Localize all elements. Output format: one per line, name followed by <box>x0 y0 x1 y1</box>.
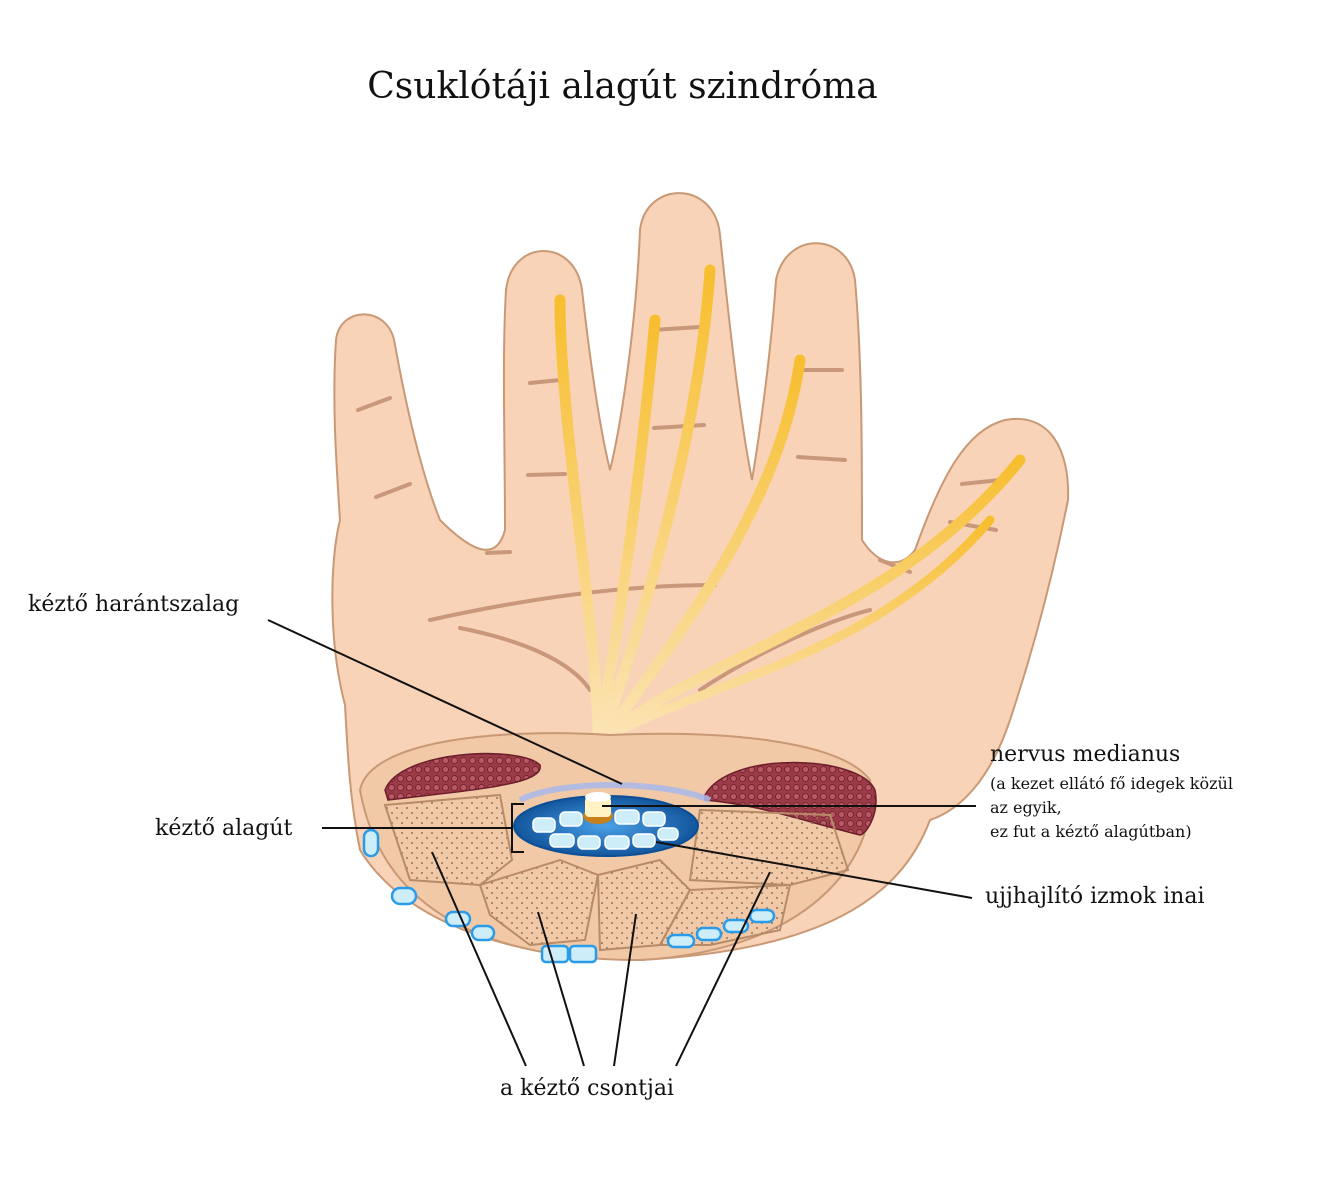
label-median-nerve-note-2: az egyik, <box>990 798 1062 817</box>
label-flexor-tendons: ujjhajlító izmok inai <box>985 884 1205 909</box>
leader-bone-1 <box>431 851 527 1067</box>
label-median-nerve-note-3: ez fut a kéztő alagútban) <box>990 822 1192 841</box>
label-transverse-carpal-ligament: kéztő harántszalag <box>28 592 240 617</box>
flexor-tendons <box>532 809 679 850</box>
label-median-nerve: nervus medianus <box>990 742 1181 767</box>
label-carpal-tunnel: kéztő alagút <box>155 816 293 841</box>
median-nerve-branches <box>554 264 1026 736</box>
leader-ligament <box>267 619 623 785</box>
transverse-carpal-ligament <box>518 782 712 803</box>
hypothenar-muscle <box>704 761 877 836</box>
leader-bone-4 <box>675 871 771 1067</box>
leader-bone-3 <box>613 913 637 1067</box>
carpal-bones <box>383 793 850 952</box>
leader-bone-2 <box>537 911 585 1067</box>
leader-tendons <box>655 841 973 899</box>
label-median-nerve-note-1: (a kezet ellátó fő idegek közül <box>990 774 1233 793</box>
median-nerve-section <box>583 792 613 824</box>
diagram-title: Csuklótáji alagút szindróma <box>367 66 878 107</box>
thenar-muscle <box>384 752 541 801</box>
leader-lines <box>267 619 976 1067</box>
bracket-tunnel <box>511 803 524 853</box>
label-carpal-bones: a kéztő csontjai <box>500 1076 674 1101</box>
